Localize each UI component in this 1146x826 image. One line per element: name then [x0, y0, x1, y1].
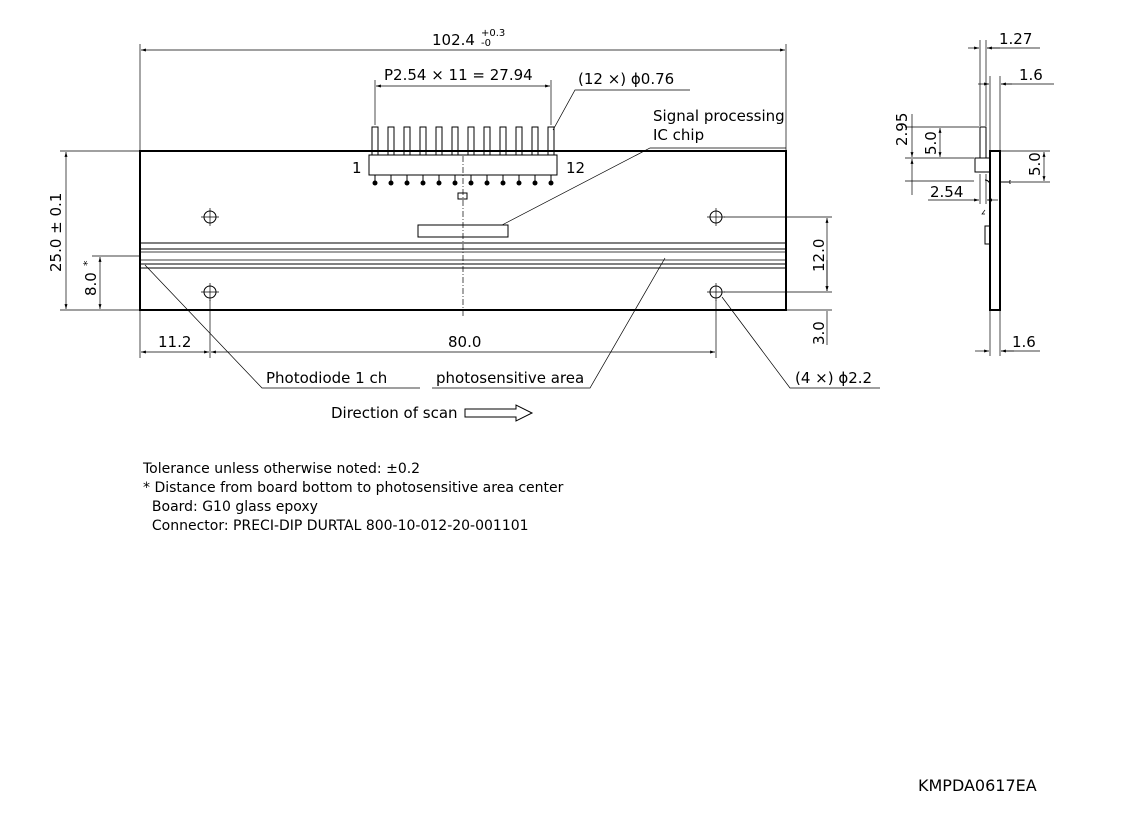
- side-pin-thk-dim: 1.27: [999, 30, 1032, 48]
- mounting-hole: [707, 283, 725, 301]
- hole-bottom-dim: 3.0: [810, 321, 828, 345]
- scan-direction-label: Direction of scan: [331, 404, 458, 422]
- connector-pin-solder: [516, 180, 522, 186]
- photosensitive-strip: [140, 242, 786, 269]
- drawing-code: KMPDA0617EA: [918, 776, 1037, 795]
- connector-pin-solder: [420, 180, 426, 186]
- signal-ic-label: Signal processing: [653, 107, 785, 125]
- side-pin: [979, 126, 987, 159]
- side-295-dim: 2.95: [893, 113, 911, 146]
- overall-tol-plus: +0.3: [481, 28, 505, 39]
- connector-pin-solder: [452, 180, 458, 186]
- pin-pitch-dim: P2.54 × 11 = 27.94: [384, 66, 533, 84]
- pin-12-label: 12: [566, 159, 585, 177]
- side-50-right-dim: 5.0: [1026, 152, 1044, 176]
- side-board: [989, 150, 1001, 311]
- overall-length-dim: 102.4: [432, 31, 475, 49]
- photo-center-star: *: [81, 260, 94, 266]
- connector-pin-solder: [484, 180, 490, 186]
- photo-center-dim: 8.0: [82, 272, 100, 296]
- side-50-left-dim: 5.0: [922, 131, 940, 155]
- hole-vspacing-dim: 12.0: [810, 239, 828, 272]
- notes-block: Tolerance unless otherwise noted: ±0.2 *…: [143, 460, 563, 536]
- mounting-hole: [201, 208, 219, 226]
- note-tolerance: Tolerance unless otherwise noted: ±0.2: [143, 461, 421, 477]
- connector-pin-solder: [404, 180, 410, 186]
- connector: [368, 126, 558, 186]
- front-view: 1 12 102.4 +0.3 -0 P2.54 × 11 = 27.94 (1…: [47, 28, 880, 422]
- photodiode-label: Photodiode 1 ch: [266, 369, 387, 387]
- photosensitive-label: photosensitive area: [436, 369, 584, 387]
- connector-pin-solder: [388, 180, 394, 186]
- scan-arrow-icon: [464, 404, 534, 422]
- connector-pin-solder: [532, 180, 538, 186]
- signal-ic-chip: [417, 224, 509, 238]
- connector-pin-solder: [372, 180, 378, 186]
- side-board-thk-top-dim: 1.6: [1019, 66, 1043, 84]
- mounting-hole: [707, 208, 725, 226]
- side-view: 1.27 1.6 2.95 5.0 2.54 5.0 1.6: [893, 30, 1054, 356]
- overall-tol-minus: -0: [481, 38, 491, 49]
- small-component: [457, 192, 468, 200]
- board-height-dim: 25.0 ± 0.1: [47, 193, 65, 272]
- signal-ic-label-2: IC chip: [653, 126, 704, 144]
- mounting-hole: [201, 283, 219, 301]
- side-connector: [974, 157, 991, 173]
- pin-1-label: 1: [352, 159, 362, 177]
- note-distance: * Distance from board bottom to photosen…: [143, 480, 564, 496]
- side-254-dim: 2.54: [930, 183, 963, 201]
- mount-hole-dim: (4 ×) ϕ2.2: [795, 369, 872, 387]
- note-connector: Connector: PRECI-DIP DURTAL 800-10-012-2…: [143, 518, 529, 534]
- hole-spacing-dim: 80.0: [448, 333, 481, 351]
- left-hole-offset-dim: 11.2: [158, 333, 191, 351]
- connector-pin-solder: [436, 180, 442, 186]
- pin-diameter-dim: (12 ×) ϕ0.76: [578, 70, 674, 88]
- note-board: Board: G10 glass epoxy: [143, 499, 318, 515]
- connector-pin-solder: [500, 180, 506, 186]
- connector-pin-solder: [548, 180, 554, 186]
- connector-pin-solder: [468, 180, 474, 186]
- side-board-thk-bottom-dim: 1.6: [1012, 333, 1036, 351]
